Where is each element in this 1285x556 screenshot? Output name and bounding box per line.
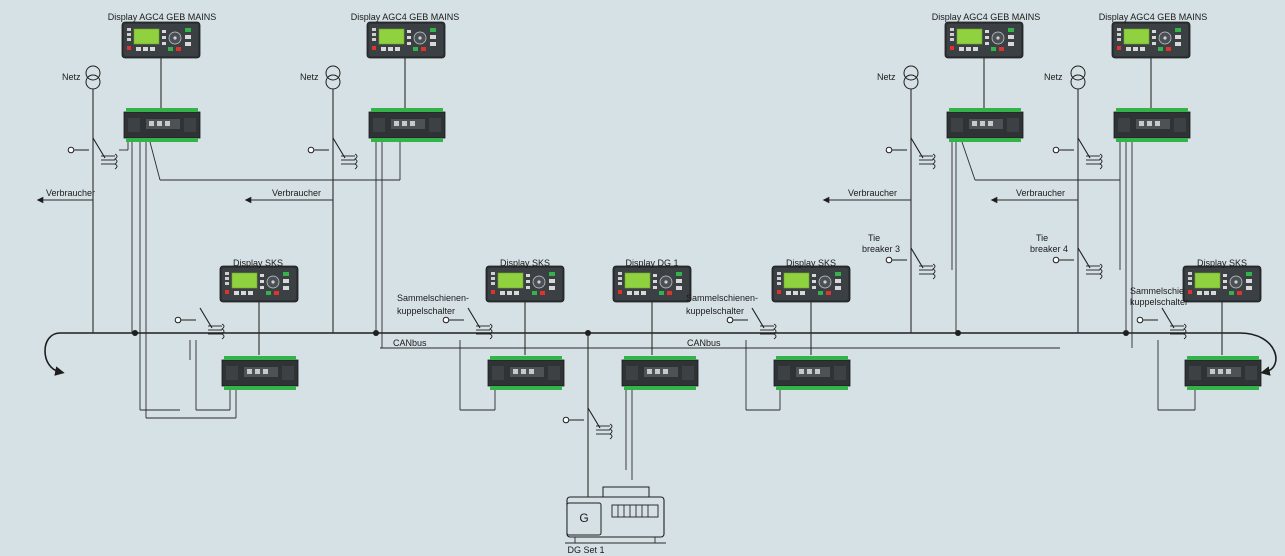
controller-module-icon	[123, 107, 201, 143]
busbar-right-arrow	[1239, 332, 1277, 376]
mains-unit-4	[990, 21, 1191, 348]
netz-label-4: Netz	[1044, 72, 1063, 82]
transformer-icon	[1070, 65, 1086, 90]
canbus-label-2: CANbus	[687, 338, 721, 348]
controller-module-icon	[487, 355, 565, 391]
dg-unit-1	[562, 265, 699, 505]
sks-unit-2	[442, 265, 565, 411]
sks-unit-3	[726, 265, 851, 411]
controller-module-icon	[1113, 107, 1191, 143]
controller-module-icon	[621, 355, 699, 391]
generator-symbol: G	[579, 511, 588, 525]
sks-unit-1	[140, 265, 299, 419]
controller-display-icon	[1182, 265, 1262, 303]
netz-label-3: Netz	[877, 72, 896, 82]
circuit-breaker-icon	[174, 307, 225, 340]
breaker3-label: breaker 3	[862, 244, 900, 254]
transformer-icon	[903, 65, 919, 90]
sammel-label-1a: Sammelschienen-	[397, 293, 469, 303]
mains2-display-label: Display AGC4 GEB MAINS	[351, 12, 460, 22]
controller-module-icon	[773, 355, 851, 391]
controller-display-icon	[219, 265, 299, 303]
controller-module-icon	[368, 107, 446, 143]
tie-label-3: Tie	[868, 233, 880, 243]
netz-label-1: Netz	[62, 72, 81, 82]
genset-label: DG Set 1	[567, 545, 604, 555]
controller-module-icon	[1184, 355, 1262, 391]
controller-module-icon	[946, 107, 1024, 143]
verbraucher-label-3: Verbraucher	[848, 188, 897, 198]
circuit-breaker-icon	[1136, 307, 1187, 340]
sks2-display-label: Display SKS	[500, 258, 550, 268]
mains3-display-label: Display AGC4 GEB MAINS	[932, 12, 1041, 22]
busbar-left-arrow	[44, 332, 65, 376]
verbraucher-label-2: Verbraucher	[272, 188, 321, 198]
mains4-display-label: Display AGC4 GEB MAINS	[1099, 12, 1208, 22]
sammel-label-1b: kuppelschalter	[397, 306, 455, 316]
sammel-label-2a: Sammelschienen-	[686, 293, 758, 303]
verbraucher-label-4: Verbraucher	[1016, 188, 1065, 198]
controller-module-icon	[221, 355, 299, 391]
sks4-display-label: Display SKS	[1197, 258, 1247, 268]
mains-unit-2	[244, 21, 446, 348]
sammel-label-2b: kuppelschalter	[686, 306, 744, 316]
tie-label-4: Tie	[1036, 233, 1048, 243]
sks1-display-label: Display SKS	[233, 258, 283, 268]
transformer-icon	[325, 65, 341, 90]
mains-unit-1	[36, 21, 401, 418]
mains1-display-label: Display AGC4 GEB MAINS	[108, 12, 217, 22]
controller-display-icon	[366, 21, 446, 59]
controller-display-icon	[944, 21, 1024, 59]
sammel-label-3b: kuppelschalter	[1130, 297, 1188, 307]
transformer-icon	[85, 65, 101, 90]
sks-unit-4	[1136, 265, 1262, 411]
generator-icon	[565, 486, 666, 544]
controller-display-icon	[771, 265, 851, 303]
mains-unit-3	[822, 21, 1120, 333]
sammel-label-3a: Sammelschie	[1130, 286, 1184, 296]
dg-display-label: Display DG 1	[625, 258, 678, 268]
controller-display-icon	[485, 265, 565, 303]
controller-display-icon	[121, 21, 201, 59]
netz-label-2: Netz	[300, 72, 319, 82]
controller-display-icon	[612, 265, 692, 303]
verbraucher-label-1: Verbraucher	[46, 188, 95, 198]
controller-display-icon	[1111, 21, 1191, 59]
sks3-display-label: Display SKS	[786, 258, 836, 268]
breaker4-label: breaker 4	[1030, 244, 1068, 254]
canbus-label-1: CANbus	[393, 338, 427, 348]
